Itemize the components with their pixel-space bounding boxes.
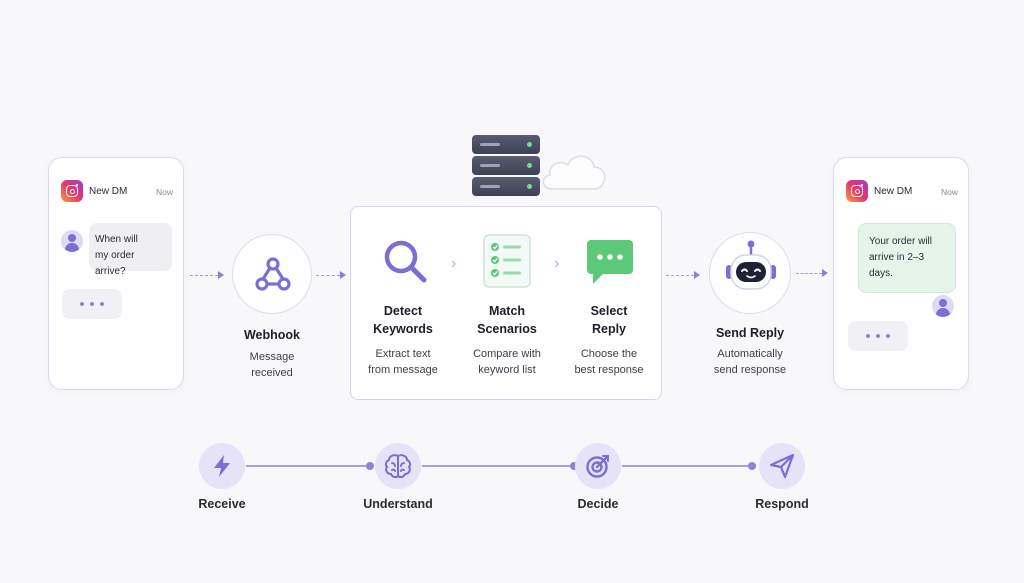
pipeline-line <box>246 465 370 467</box>
pipeline-dot <box>748 462 756 470</box>
desc-line: Message <box>249 351 295 363</box>
decide-node <box>575 443 621 489</box>
bot-reply-bubble: Your order will arrive in 2–3 days. <box>858 223 956 293</box>
arrow-head-icon <box>822 269 828 277</box>
desc-line: from message <box>368 364 438 376</box>
send-reply-desc: Automatically send response <box>695 346 805 378</box>
pipeline-label: Receive <box>198 497 246 511</box>
customer-message-bubble: When will my order arrive? <box>89 223 172 277</box>
desc-line: Choose the <box>580 348 638 360</box>
checklist-icon <box>483 234 531 288</box>
step-title: Select Reply <box>564 302 654 338</box>
desc-line: send response <box>713 364 787 376</box>
pipeline-dot <box>366 462 374 470</box>
step-desc: Compare with keyword list <box>461 346 553 378</box>
incoming-dm-phone: New DM Now When will my order arrive? <box>48 157 184 390</box>
desc-line: Automatically <box>717 348 783 360</box>
send-reply-node <box>709 232 791 314</box>
understand-node <box>375 443 421 489</box>
target-icon <box>586 455 609 478</box>
phone-title: New DM <box>89 186 128 197</box>
cloud-icon <box>542 155 606 190</box>
reply-dm-phone: New DM Now Your order will arrive in 2–3… <box>833 157 969 390</box>
typing-indicator <box>62 289 122 319</box>
brain-icon <box>384 454 412 479</box>
arrow-head-icon <box>218 271 224 279</box>
chat-bubble-icon <box>587 240 633 284</box>
pipeline-label: Decide <box>577 497 619 511</box>
flow-arrow <box>666 275 694 276</box>
phone-title: New DM <box>874 186 913 197</box>
flow-arrow <box>316 275 340 276</box>
pipeline-label: Respond <box>755 497 809 511</box>
respond-node <box>759 443 805 489</box>
chevron-right-icon: › <box>451 255 457 272</box>
desc-line: keyword list <box>478 364 536 376</box>
robot-icon <box>726 240 776 290</box>
desc-line: Extract text <box>375 348 431 360</box>
step-desc: Extract text from message <box>358 346 448 378</box>
desc-line: Compare with <box>473 348 541 360</box>
flow-arrow <box>796 273 822 274</box>
pipeline-dot <box>570 462 578 470</box>
receive-node <box>199 443 245 489</box>
magnifier-icon <box>384 240 427 283</box>
message-line: my order arrive? <box>95 250 135 277</box>
send-icon <box>769 453 795 479</box>
step-title: Detect Keywords <box>358 302 448 338</box>
arrow-head-icon <box>340 271 346 279</box>
desc-line: best response <box>574 364 644 376</box>
webhook-desc: Message received <box>222 349 322 381</box>
step-title-line: Detect <box>383 304 423 318</box>
user-avatar-icon <box>932 295 954 317</box>
user-avatar-icon <box>61 230 83 252</box>
webhook-icon <box>255 257 291 291</box>
desc-line: received <box>251 367 293 379</box>
chevron-right-icon: › <box>554 255 560 272</box>
webhook-title: Webhook <box>243 328 301 342</box>
step-desc: Choose the best response <box>564 346 654 378</box>
instagram-icon <box>846 180 868 202</box>
phone-time: Now <box>940 187 958 197</box>
message-line: days. <box>869 268 893 279</box>
typing-indicator <box>848 321 908 351</box>
step-title-line: Keywords <box>373 322 433 336</box>
instagram-icon <box>61 180 83 202</box>
step-title-line: Scenarios <box>477 322 537 336</box>
lightning-icon <box>214 455 230 477</box>
message-line: arrive in 2–3 <box>869 252 925 263</box>
step-title-line: Match <box>488 304 526 318</box>
pipeline-label: Understand <box>363 497 433 511</box>
pipeline-line <box>422 465 574 467</box>
message-line: When will <box>95 234 138 245</box>
step-title-line: Select <box>590 304 628 318</box>
pipeline-line <box>622 465 756 467</box>
message-line: Your order will <box>869 236 932 247</box>
step-title-line: Reply <box>591 322 627 336</box>
send-reply-title: Send Reply <box>715 326 785 340</box>
step-title: Match Scenarios <box>461 302 553 338</box>
arrow-head-icon <box>694 271 700 279</box>
flow-arrow <box>190 275 218 276</box>
phone-time: Now <box>155 187 173 197</box>
webhook-node <box>232 234 312 314</box>
